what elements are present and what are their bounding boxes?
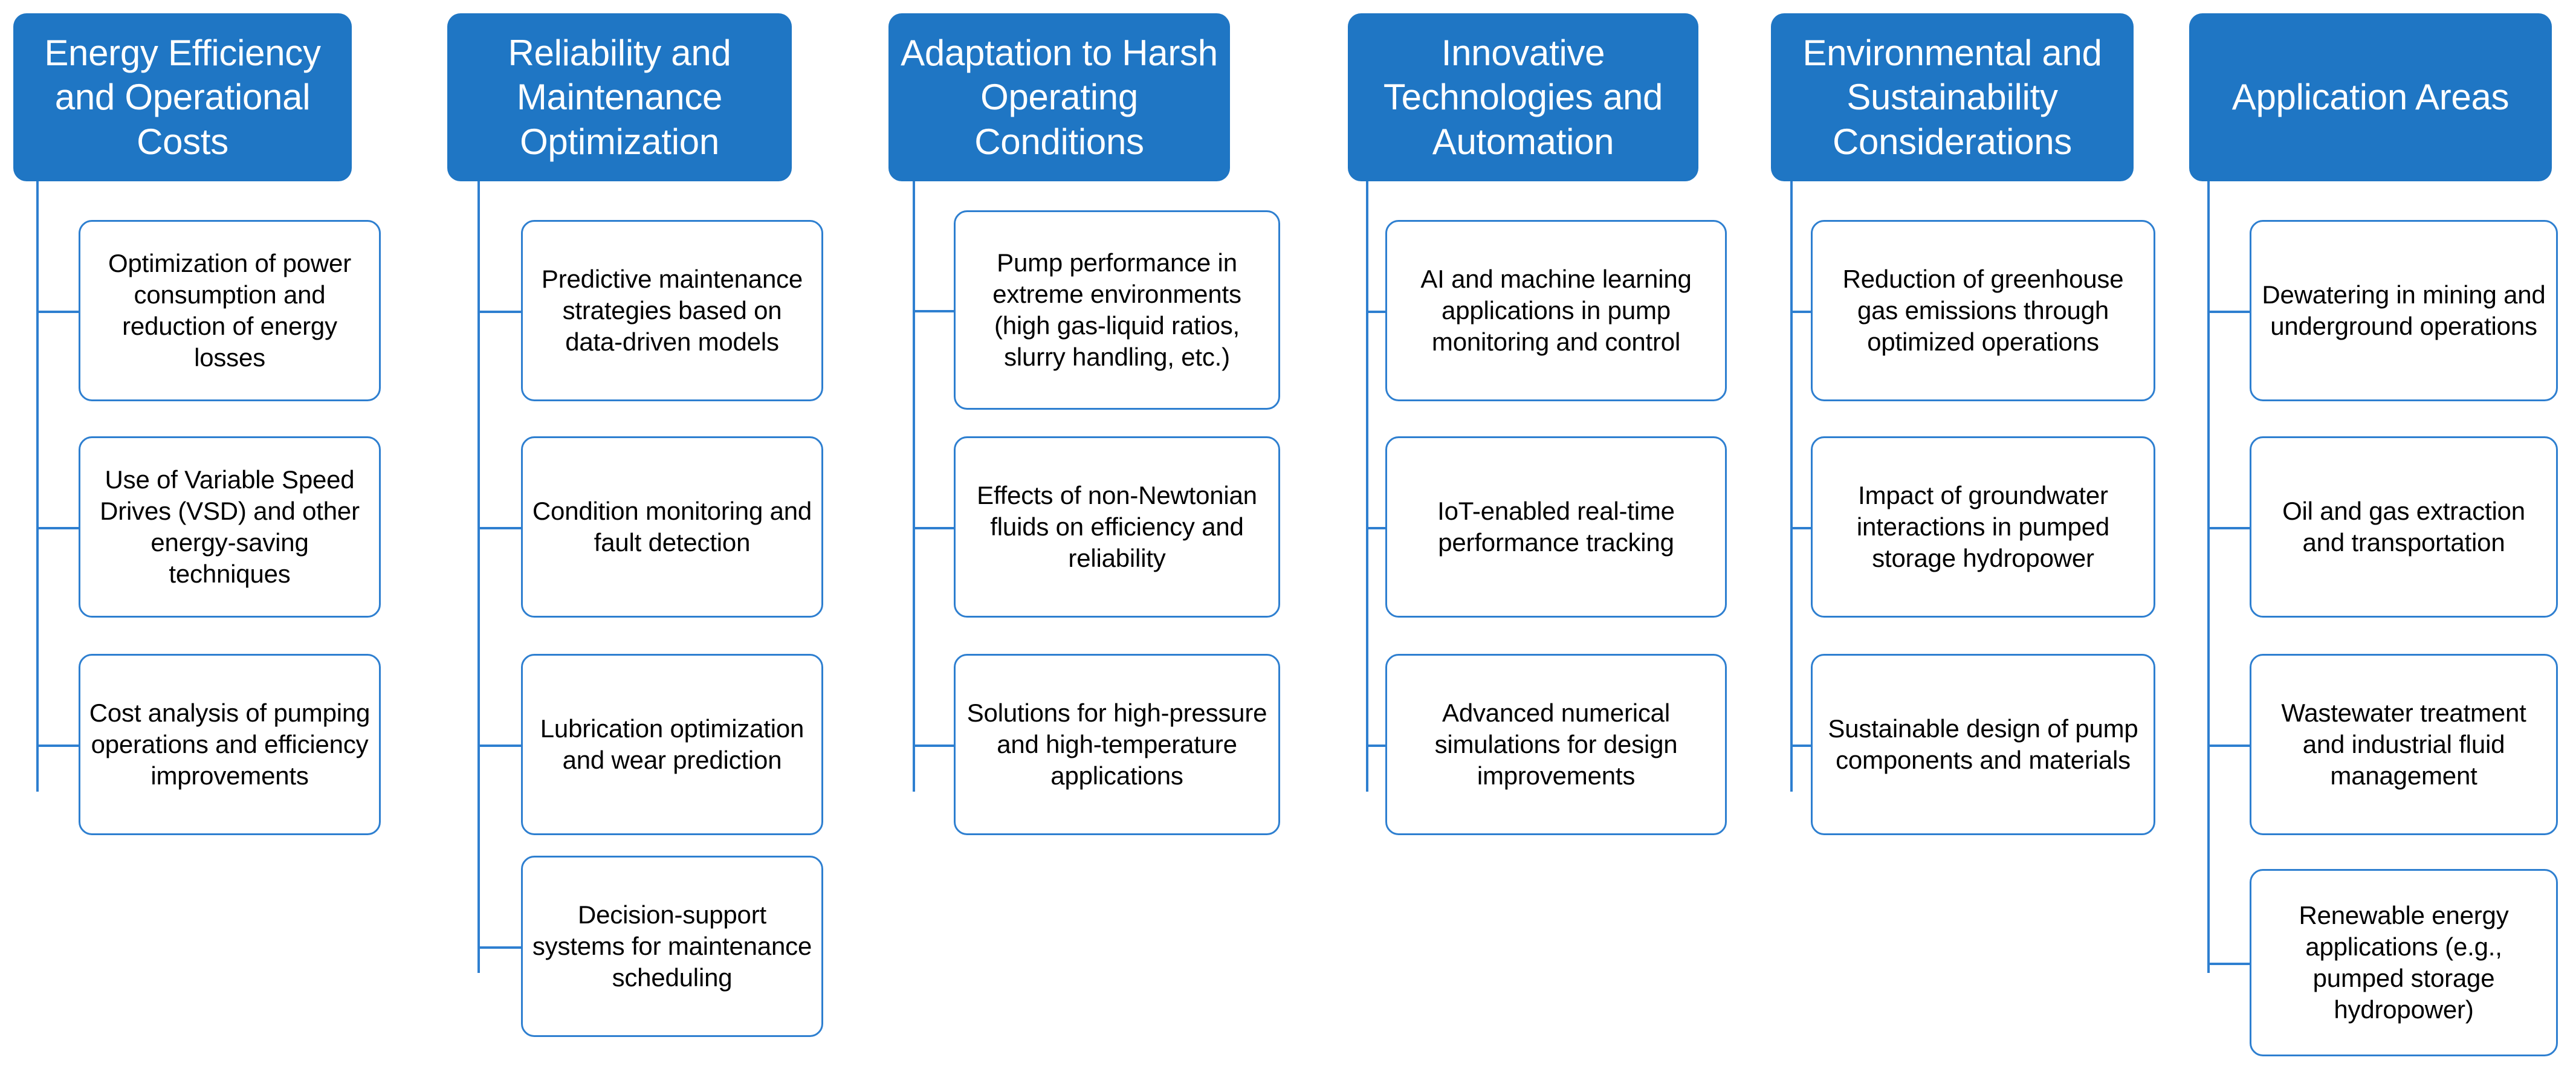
- connector-stub-harsh-conditions-2: [913, 745, 956, 747]
- child-node-innovative-technologies-1[interactable]: IoT-enabled real-time performance tracki…: [1385, 436, 1727, 618]
- child-node-application-areas-2[interactable]: Wastewater treatment and industrial flui…: [2250, 654, 2558, 835]
- child-node-label: Effects of non-Newtonian fluids on effic…: [977, 481, 1257, 572]
- connector-trunk-innovative-technologies: [1366, 181, 1368, 792]
- parent-node-harsh-conditions[interactable]: Adaptation to Harsh Operating Conditions: [888, 13, 1230, 181]
- parent-node-label: Application Areas: [2231, 77, 2510, 118]
- parent-node-reliability-maintenance[interactable]: Reliability and Maintenance Optimization: [447, 13, 792, 181]
- parent-node-energy-efficiency[interactable]: Energy Efficiency and Operational Costs: [13, 13, 352, 181]
- connector-trunk-environmental-sustainability: [1790, 181, 1793, 792]
- connector-trunk-reliability-maintenance: [477, 181, 480, 973]
- child-node-label: Reduction of greenhouse gas emissions th…: [1842, 265, 2124, 356]
- parent-node-label: Reliability and Maintenance Optimization: [508, 33, 731, 162]
- child-node-reliability-maintenance-1[interactable]: Condition monitoring and fault detection: [521, 436, 823, 618]
- connector-stub-reliability-maintenance-2: [477, 745, 523, 747]
- child-node-environmental-sustainability-1[interactable]: Impact of groundwater interactions in pu…: [1811, 436, 2155, 618]
- connector-stub-application-areas-0: [2207, 311, 2252, 313]
- connector-stub-environmental-sustainability-0: [1790, 311, 1813, 313]
- child-node-reliability-maintenance-3[interactable]: Decision-support systems for maintenance…: [521, 856, 823, 1037]
- parent-node-label: Energy Efficiency and Operational Costs: [44, 33, 321, 162]
- child-node-label: Use of Variable Speed Drives (VSD) and o…: [100, 465, 360, 588]
- child-node-application-areas-1[interactable]: Oil and gas extraction and transportatio…: [2250, 436, 2558, 618]
- child-node-label: Dewatering in mining and underground ope…: [2262, 280, 2546, 340]
- connector-trunk-application-areas: [2207, 181, 2210, 973]
- child-node-label: Oil and gas extraction and transportatio…: [2282, 497, 2525, 557]
- child-node-label: Advanced numerical simulations for desig…: [1434, 699, 1678, 790]
- connector-stub-innovative-technologies-0: [1366, 311, 1388, 313]
- child-node-harsh-conditions-1[interactable]: Effects of non-Newtonian fluids on effic…: [954, 436, 1280, 618]
- child-node-label: Cost analysis of pumping operations and …: [89, 699, 371, 790]
- child-node-label: Lubrication optimization and wear predic…: [540, 714, 804, 774]
- parent-node-innovative-technologies[interactable]: Innovative Technologies and Automation: [1348, 13, 1698, 181]
- connector-stub-harsh-conditions-1: [913, 527, 956, 529]
- child-node-label: Decision-support systems for maintenance…: [532, 900, 812, 992]
- child-node-label: Solutions for high-pressure and high-tem…: [966, 699, 1267, 790]
- child-node-reliability-maintenance-0[interactable]: Predictive maintenance strategies based …: [521, 220, 823, 401]
- child-node-innovative-technologies-0[interactable]: AI and machine learning applications in …: [1385, 220, 1727, 401]
- parent-node-label: Environmental and Sustainability Conside…: [1802, 33, 2102, 162]
- connector-stub-application-areas-1: [2207, 527, 2252, 529]
- connector-stub-application-areas-3: [2207, 963, 2252, 965]
- child-node-innovative-technologies-2[interactable]: Advanced numerical simulations for desig…: [1385, 654, 1727, 835]
- connector-trunk-harsh-conditions: [913, 181, 915, 792]
- child-node-application-areas-0[interactable]: Dewatering in mining and underground ope…: [2250, 220, 2558, 401]
- connector-stub-environmental-sustainability-2: [1790, 745, 1813, 747]
- connector-stub-reliability-maintenance-1: [477, 527, 523, 529]
- child-node-label: IoT-enabled real-time performance tracki…: [1437, 497, 1675, 557]
- connector-stub-environmental-sustainability-1: [1790, 527, 1813, 529]
- child-node-label: Predictive maintenance strategies based …: [541, 265, 803, 356]
- connector-stub-energy-efficiency-2: [36, 745, 81, 747]
- child-node-application-areas-3[interactable]: Renewable energy applications (e.g., pum…: [2250, 869, 2558, 1056]
- parent-node-label: Adaptation to Harsh Operating Conditions: [901, 33, 1218, 162]
- child-node-harsh-conditions-0[interactable]: Pump performance in extreme environments…: [954, 210, 1280, 410]
- parent-node-environmental-sustainability[interactable]: Environmental and Sustainability Conside…: [1771, 13, 2134, 181]
- child-node-energy-efficiency-2[interactable]: Cost analysis of pumping operations and …: [79, 654, 381, 835]
- child-node-label: Wastewater treatment and industrial flui…: [2281, 699, 2526, 790]
- connector-stub-harsh-conditions-0: [913, 310, 956, 312]
- child-node-environmental-sustainability-0[interactable]: Reduction of greenhouse gas emissions th…: [1811, 220, 2155, 401]
- child-node-label: Renewable energy applications (e.g., pum…: [2299, 901, 2509, 1024]
- connector-stub-application-areas-2: [2207, 745, 2252, 747]
- child-node-reliability-maintenance-2[interactable]: Lubrication optimization and wear predic…: [521, 654, 823, 835]
- child-node-label: Condition monitoring and fault detection: [532, 497, 812, 557]
- child-node-energy-efficiency-0[interactable]: Optimization of power consumption and re…: [79, 220, 381, 401]
- child-node-environmental-sustainability-2[interactable]: Sustainable design of pump components an…: [1811, 654, 2155, 835]
- child-node-label: Sustainable design of pump components an…: [1828, 714, 2138, 774]
- connector-stub-reliability-maintenance-0: [477, 311, 523, 313]
- child-node-energy-efficiency-1[interactable]: Use of Variable Speed Drives (VSD) and o…: [79, 436, 381, 618]
- connector-stub-reliability-maintenance-3: [477, 946, 523, 949]
- connector-trunk-energy-efficiency: [36, 181, 39, 792]
- parent-node-application-areas[interactable]: Application Areas: [2189, 13, 2552, 181]
- child-node-label: Pump performance in extreme environments…: [992, 248, 1241, 371]
- connector-stub-energy-efficiency-1: [36, 527, 81, 529]
- child-node-label: Impact of groundwater interactions in pu…: [1856, 481, 2110, 572]
- connector-stub-innovative-technologies-1: [1366, 527, 1388, 529]
- parent-node-label: Innovative Technologies and Automation: [1383, 33, 1663, 162]
- child-node-label: Optimization of power consumption and re…: [108, 249, 351, 372]
- connector-stub-energy-efficiency-0: [36, 311, 81, 313]
- child-node-label: AI and machine learning applications in …: [1420, 265, 1692, 356]
- child-node-harsh-conditions-2[interactable]: Solutions for high-pressure and high-tem…: [954, 654, 1280, 835]
- connector-stub-innovative-technologies-2: [1366, 745, 1388, 747]
